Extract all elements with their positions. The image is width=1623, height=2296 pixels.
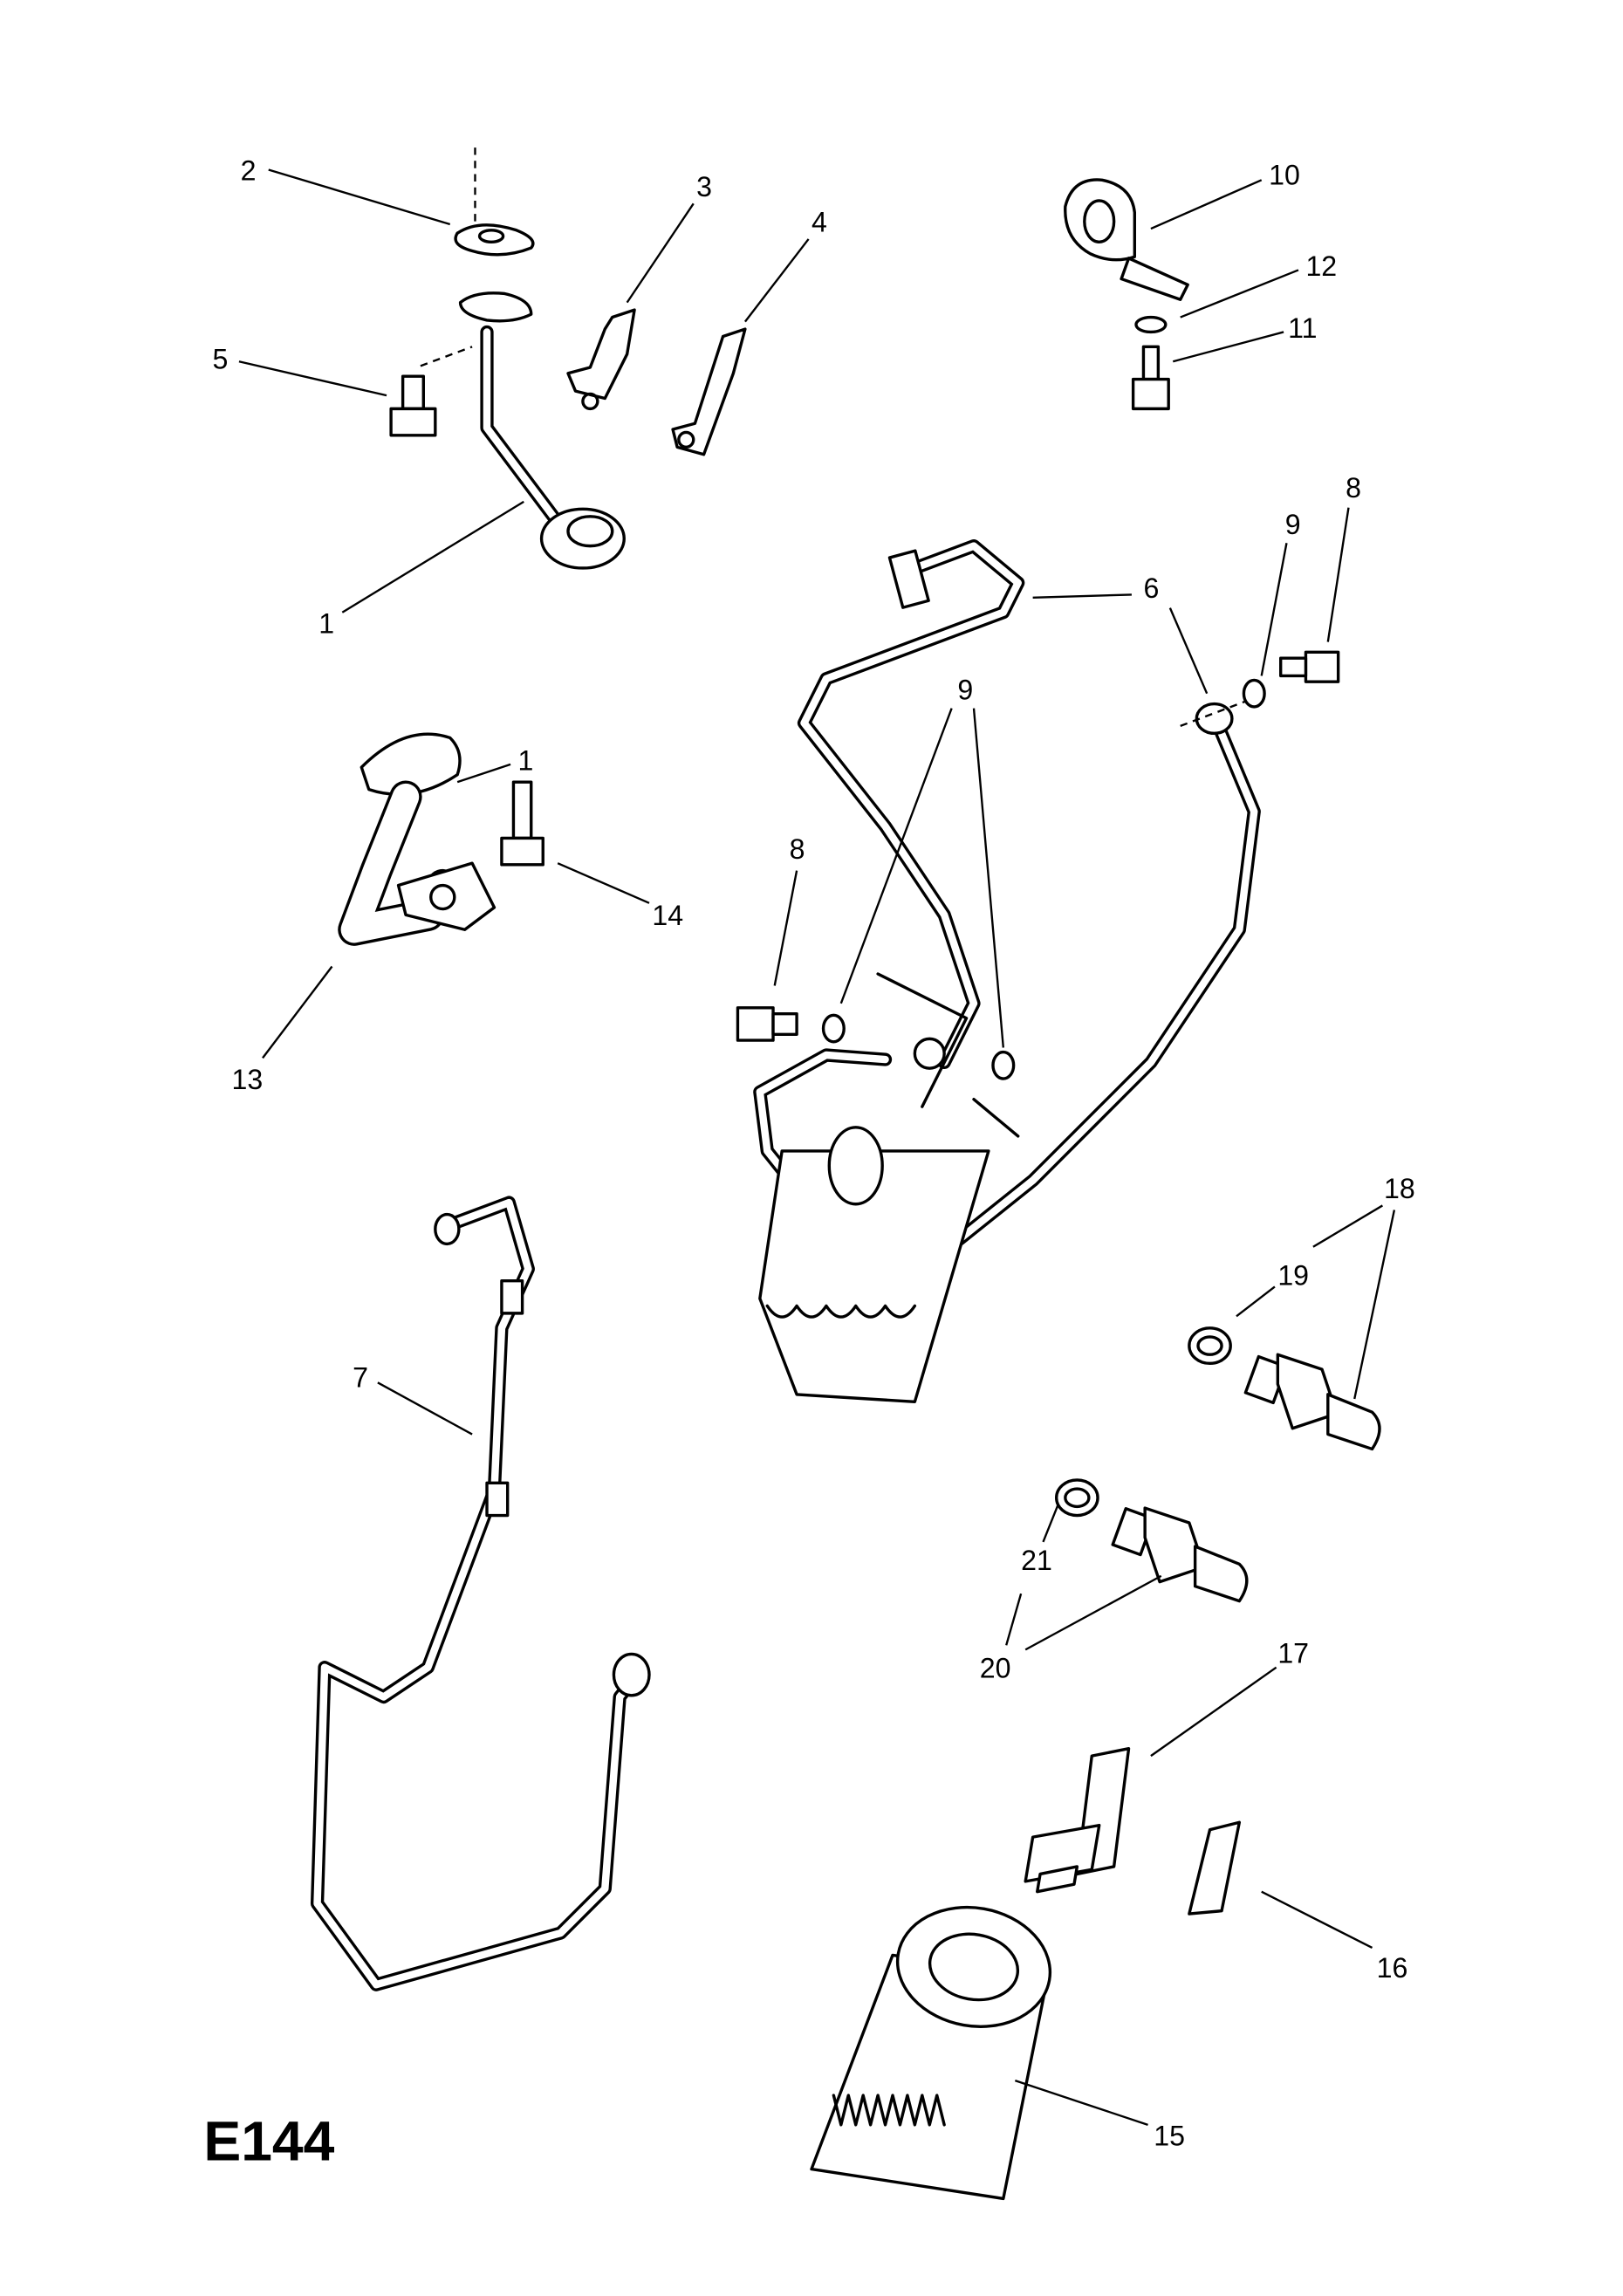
part-12-washer	[1134, 315, 1168, 334]
callout-8: 8	[790, 833, 805, 865]
part-7-oil-pipe	[310, 1196, 651, 1991]
callout-5: 5	[213, 344, 229, 375]
part-9-washer	[821, 678, 1266, 1080]
part-8-banjo-bolt	[736, 1006, 798, 1042]
callout-14: 14	[652, 900, 683, 931]
callout-10: 10	[1269, 159, 1300, 190]
callout-8: 8	[1346, 472, 1361, 504]
callout-19: 19	[1277, 1260, 1309, 1292]
part-21-seal-ring	[1054, 1478, 1099, 1518]
leader-lines	[238, 168, 1396, 2126]
callout-18: 18	[1384, 1173, 1415, 1204]
part-5-bolt	[389, 346, 473, 437]
callout-13: 13	[231, 1064, 263, 1095]
callout-3: 3	[696, 171, 712, 202]
callout-20: 20	[980, 1653, 1011, 1684]
callout-7: 7	[353, 1361, 368, 1393]
part-2-gasket	[454, 223, 535, 257]
callout-15: 15	[1154, 2121, 1185, 2152]
callout-2: 2	[241, 154, 257, 186]
part-6-oil-hose	[753, 539, 1261, 1246]
part-18-oil-pressure-switch	[1243, 1353, 1381, 1451]
callout-1: 1	[518, 745, 534, 777]
callout-4: 4	[812, 206, 827, 237]
part-15-oil-filter	[810, 1905, 1052, 2201]
part-11-bolt	[1131, 345, 1170, 411]
callout-21: 21	[1021, 1545, 1052, 1576]
callout-1: 1	[318, 607, 334, 639]
part-1-oil-pickup-pipe	[455, 147, 626, 570]
callout-16: 16	[1377, 1952, 1408, 1984]
callout-12: 12	[1305, 250, 1337, 282]
callout-6: 6	[1143, 572, 1159, 604]
callout-11: 11	[1288, 312, 1317, 344]
part-4-bracket	[671, 327, 747, 456]
part-3-bracket	[566, 308, 636, 411]
part-13-oil-pickup-pipe	[338, 732, 496, 946]
callout-17: 17	[1277, 1638, 1309, 1669]
callout-9: 9	[957, 674, 973, 705]
oil-filter-housing	[758, 972, 1020, 1404]
part-14-bolt	[500, 780, 544, 867]
part-19-seal-ring	[1188, 1326, 1232, 1366]
callout-9: 9	[1285, 509, 1301, 540]
part-16-threaded-nipple	[1188, 1820, 1242, 1916]
part-8-banjo-bolt	[1180, 650, 1340, 728]
part-17-connector	[1024, 1746, 1131, 1894]
part-20-oil-pressure-switch	[1111, 1506, 1249, 1603]
diagram-code: E144	[203, 2109, 334, 2172]
part-10-clip	[1064, 178, 1189, 301]
